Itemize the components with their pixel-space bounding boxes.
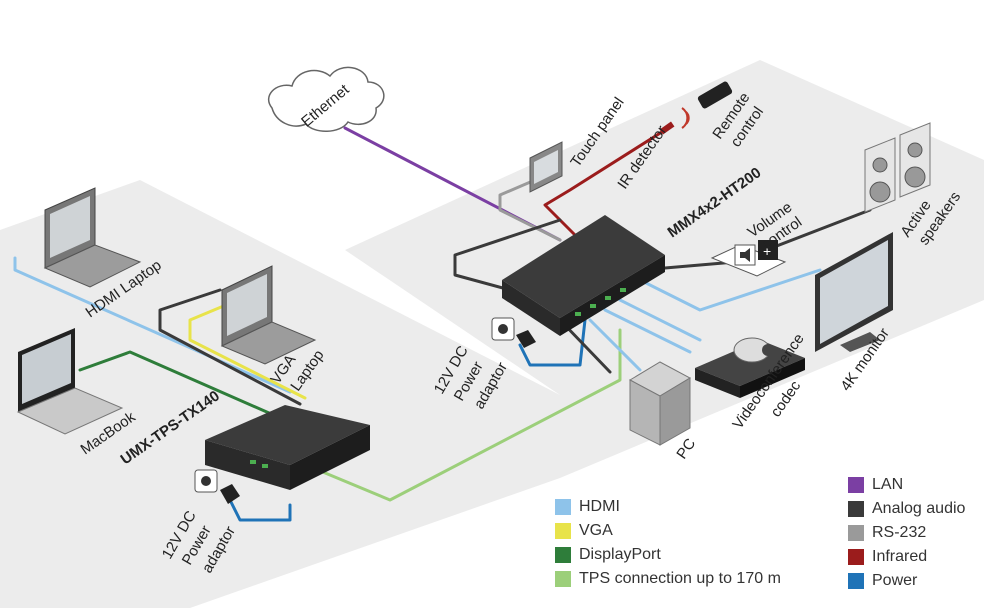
legend-swatch-power bbox=[848, 573, 864, 589]
mx-device bbox=[502, 215, 665, 336]
vga-laptop-icon bbox=[220, 265, 317, 365]
legend-swatch-analog-audio bbox=[848, 501, 864, 517]
legend-label: HDMI bbox=[579, 498, 620, 515]
power-cable-left bbox=[228, 498, 292, 522]
legend-item: VGA bbox=[555, 519, 781, 543]
power-adaptor-mid-icon bbox=[491, 317, 536, 348]
legend-item: Infrared bbox=[848, 545, 965, 569]
monitor-icon bbox=[815, 232, 893, 352]
legend-item: RS-232 bbox=[848, 521, 965, 545]
legend-label: Analog audio bbox=[872, 500, 966, 517]
analog-audio-cable-mx bbox=[453, 218, 562, 292]
hdmi-cable-codec bbox=[618, 298, 702, 342]
hdmi-cable-monitor bbox=[638, 268, 822, 312]
legend-swatch-lan bbox=[848, 477, 864, 493]
legend-item: LAN bbox=[848, 473, 965, 497]
hdmi-cable-pc bbox=[588, 318, 642, 372]
vga-cable bbox=[188, 298, 307, 400]
legend-swatch-tps bbox=[555, 571, 571, 587]
legend-swatch-displayport bbox=[555, 547, 571, 563]
touch-panel-icon bbox=[529, 141, 563, 193]
svg-text:+: + bbox=[763, 243, 771, 259]
volume-control-icon: + bbox=[710, 240, 787, 277]
remote-control-icon bbox=[681, 81, 733, 129]
legend-label: RS-232 bbox=[872, 524, 927, 541]
codec-icon bbox=[695, 337, 805, 398]
legend-label: Power bbox=[872, 572, 918, 589]
analog-audio-cable-left bbox=[158, 288, 302, 406]
legend-swatch-vga bbox=[555, 523, 571, 539]
legend-item: TPS connection up to 170 m bbox=[555, 567, 781, 591]
legend-label: Infrared bbox=[872, 548, 928, 565]
tx-device bbox=[205, 405, 370, 490]
legend-label: LAN bbox=[872, 476, 904, 493]
hdmi-cable-laptop bbox=[13, 256, 292, 394]
pc-label: PC bbox=[673, 435, 699, 462]
legend-left: HDMI VGA DisplayPort TPS connection up t… bbox=[555, 495, 781, 591]
legend-swatch-infrared bbox=[848, 549, 864, 565]
legend-item: Power bbox=[848, 569, 965, 593]
legend-label: TPS connection up to 170 m bbox=[579, 570, 781, 587]
tps-cable bbox=[316, 328, 622, 502]
legend-label: VGA bbox=[579, 522, 613, 539]
legend-swatch-rs232 bbox=[848, 525, 864, 541]
legend-item: DisplayPort bbox=[555, 543, 781, 567]
power-adaptor-left-icon bbox=[194, 469, 240, 504]
displayport-cable bbox=[78, 350, 287, 422]
legend-right: LAN Analog audio RS-232 Infrared Power bbox=[848, 473, 965, 593]
pc-icon bbox=[628, 361, 692, 446]
legend-item: Analog audio bbox=[848, 497, 965, 521]
macbook-icon bbox=[16, 328, 124, 435]
legend-swatch-hdmi bbox=[555, 499, 571, 515]
hdmi-laptop-icon bbox=[43, 187, 142, 288]
rs232-cable bbox=[498, 178, 562, 242]
ir-detector-icon bbox=[659, 121, 675, 135]
hdmi-cable-codec-2 bbox=[603, 308, 692, 354]
ethernet-cloud: Ethernet bbox=[267, 66, 385, 132]
speakers-icon bbox=[864, 122, 931, 213]
legend-item: HDMI bbox=[555, 495, 781, 519]
legend-label: DisplayPort bbox=[579, 546, 661, 563]
